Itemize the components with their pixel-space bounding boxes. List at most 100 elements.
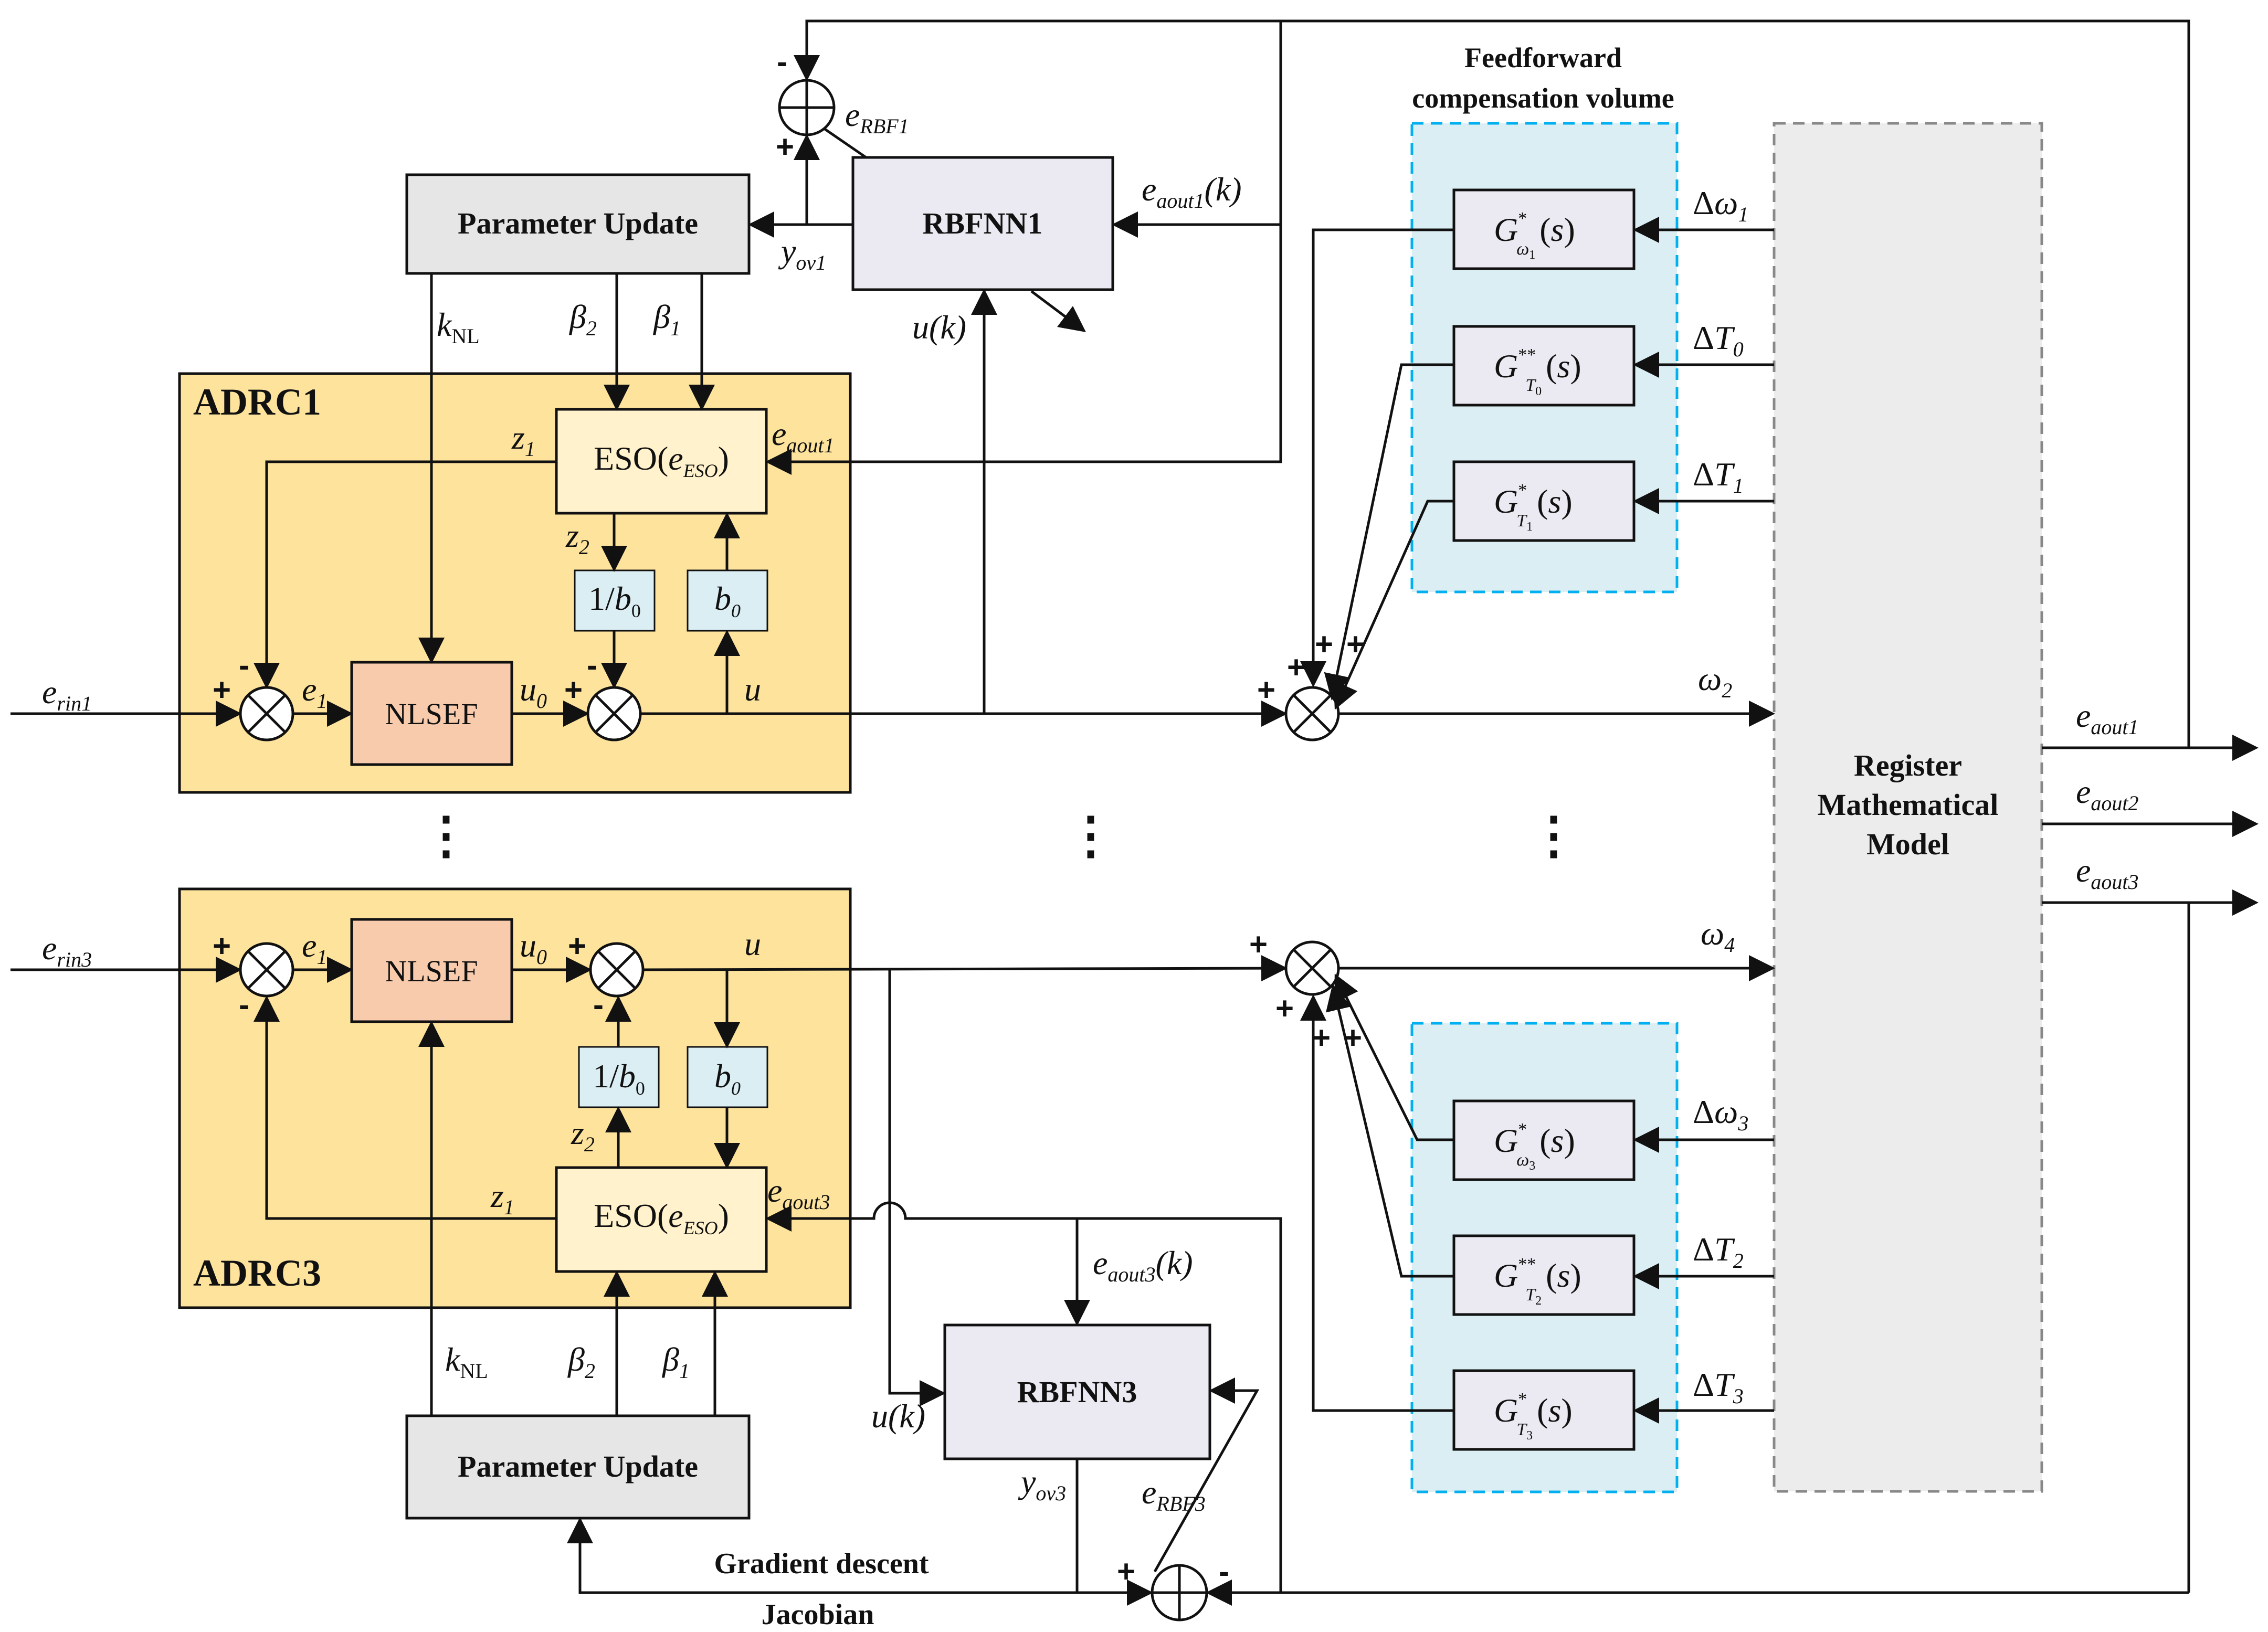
signal-label-inv-b0: 1/b0 bbox=[588, 580, 641, 621]
b0-block-3 bbox=[687, 1046, 768, 1108]
plus-sign: + bbox=[1275, 991, 1294, 1026]
signal-label-beta2: β2 bbox=[567, 1341, 595, 1383]
connection-lines bbox=[10, 19, 2259, 1606]
signal-label-d-T3: ΔT3 bbox=[1693, 1366, 1744, 1408]
signal-label-out2: eaout2 bbox=[2076, 773, 2139, 815]
register-label-line3: Model bbox=[1866, 827, 1949, 861]
plus-sign: + bbox=[1287, 650, 1305, 685]
sum-junction-rbf1 bbox=[778, 79, 836, 136]
signal-label-omega4: ω4 bbox=[1701, 915, 1735, 957]
minus-sign: - bbox=[239, 987, 249, 1022]
tf-label-g-omega3: G*ω3(s) bbox=[1494, 1120, 1575, 1173]
gradient-descent-label: Gradient descent bbox=[714, 1548, 929, 1580]
nlsef-label-1: NLSEF bbox=[385, 697, 478, 731]
signal-label-y-ov3: yov3 bbox=[1018, 1463, 1066, 1505]
register-label-line2: Mathematical bbox=[1818, 788, 1999, 822]
signal-label-e-rin1: erin1 bbox=[42, 673, 92, 715]
signal-label-u: u bbox=[744, 925, 761, 962]
feedforward-title-line2: compensation volume bbox=[1412, 82, 1674, 114]
minus-sign: - bbox=[593, 987, 604, 1022]
inv-b0-block-1 bbox=[574, 569, 656, 632]
signal-label-u-k: u(k) bbox=[871, 1397, 925, 1435]
eso-block-3 bbox=[555, 1166, 768, 1273]
signal-label-u-k: u(k) bbox=[912, 309, 966, 346]
signal-label-u: u bbox=[744, 671, 761, 708]
sum-junction-omega4 bbox=[1284, 940, 1340, 996]
ellipsis-feedforward: ⋮ bbox=[1528, 808, 1579, 864]
signal-label-d-T0: ΔT0 bbox=[1693, 319, 1744, 361]
sum-junction-rbf3 bbox=[1151, 1564, 1208, 1622]
tf-g-T1-block bbox=[1452, 460, 1636, 542]
plus-sign: + bbox=[1315, 627, 1333, 662]
signal-label-u0: u0 bbox=[520, 671, 547, 713]
parameter-update-block-3 bbox=[405, 1414, 751, 1520]
jacobian-label: Jacobian bbox=[762, 1598, 874, 1631]
multiply-junction-u-adrc1 bbox=[586, 686, 642, 741]
register-mathematical-model-block bbox=[1773, 122, 2043, 1493]
signal-label-eso: ESO(eESO) bbox=[594, 440, 729, 481]
parameter-update-block-1 bbox=[405, 173, 751, 275]
plus-sign: + bbox=[1249, 927, 1268, 962]
signal-label-u0: u0 bbox=[520, 927, 547, 969]
plus-sign: + bbox=[1312, 1020, 1331, 1055]
signal-label-z2: z2 bbox=[571, 1114, 595, 1156]
tf-g-omega1-block bbox=[1452, 188, 1636, 270]
signal-label-beta1: β1 bbox=[661, 1341, 690, 1383]
signal-label-eso: ESO(eESO) bbox=[594, 1197, 729, 1238]
signal-label-e-aout3-in: eaout3 bbox=[767, 1172, 830, 1214]
signal-label-y-ov1: yov1 bbox=[778, 232, 826, 274]
tf-label-g-T1: G*T1(s) bbox=[1494, 481, 1573, 534]
signal-label-b0: b0 bbox=[714, 580, 741, 621]
signal-label-z2: z2 bbox=[565, 517, 589, 559]
signal-label-d-omega3: Δω3 bbox=[1693, 1093, 1748, 1135]
minus-sign: - bbox=[587, 648, 597, 683]
signal-label-e-aout1-k: eaout1(k) bbox=[1142, 171, 1242, 213]
adrc1-label: ADRC1 bbox=[193, 381, 321, 423]
tf-label-g-omega1: G*ω1(s) bbox=[1494, 209, 1575, 262]
parameter-update-label-1: Parameter Update bbox=[458, 206, 698, 240]
ellipsis-mid: ⋮ bbox=[1066, 808, 1116, 864]
minus-sign: - bbox=[1219, 1554, 1229, 1589]
signal-label-out3: eaout3 bbox=[2076, 852, 2139, 894]
ellipsis-adrc: ⋮ bbox=[421, 808, 471, 864]
register-label-line1: Register bbox=[1854, 748, 1962, 782]
signal-label-e1: e1 bbox=[302, 671, 327, 713]
sum-junction-omega2 bbox=[1284, 686, 1340, 741]
signal-label-omega2: ω2 bbox=[1698, 660, 1732, 702]
signal-label-k-nl: kNL bbox=[445, 1341, 488, 1383]
parameter-update-label-3: Parameter Update bbox=[458, 1449, 698, 1483]
signal-label-e-rin3: erin3 bbox=[42, 929, 92, 971]
nlsef-label-3: NLSEF bbox=[385, 954, 478, 988]
multiply-junction-u-adrc3 bbox=[589, 942, 645, 998]
signal-label-d-omega1: Δω1 bbox=[1693, 184, 1748, 226]
signal-label-e1: e1 bbox=[302, 927, 327, 969]
signal-label-e-rbf1: eRBF1 bbox=[845, 96, 909, 138]
signal-label-b0: b0 bbox=[714, 1057, 741, 1099]
signal-label-beta2: β2 bbox=[568, 298, 597, 340]
plus-sign: + bbox=[1117, 1554, 1135, 1589]
signal-label-z1: z1 bbox=[511, 419, 535, 461]
plus-sign: + bbox=[564, 672, 583, 707]
signal-label-d-T2: ΔT2 bbox=[1693, 1231, 1744, 1273]
b0-block-1 bbox=[687, 569, 768, 632]
signal-label-beta1: β1 bbox=[652, 298, 681, 340]
tf-g-T2-block bbox=[1452, 1234, 1636, 1316]
signal-label-inv-b0: 1/b0 bbox=[593, 1057, 645, 1099]
tf-label-g-T3: G*T3(s) bbox=[1494, 1390, 1573, 1443]
rbfnn1-label: RBFNN1 bbox=[923, 206, 1043, 240]
rbfnn3-label: RBFNN3 bbox=[1017, 1375, 1137, 1409]
multiply-junction-e1-adrc1 bbox=[239, 686, 294, 741]
plus-sign: + bbox=[1344, 1020, 1362, 1055]
minus-sign: - bbox=[777, 44, 787, 79]
adrc3-label: ADRC3 bbox=[193, 1252, 321, 1294]
tf-label-g-T0: G**T0(s) bbox=[1494, 345, 1581, 398]
signal-label-e-rbf3: eRBF3 bbox=[1142, 1474, 1206, 1516]
inv-b0-block-3 bbox=[578, 1046, 660, 1108]
tf-label-g-T2: G**T2(s) bbox=[1494, 1255, 1581, 1308]
junction-sign-labels: +-+-+-+-++++++++-++- bbox=[213, 44, 1365, 1589]
plus-sign: + bbox=[1257, 672, 1275, 707]
plus-sign: + bbox=[1346, 627, 1365, 662]
multiply-junction-e1-adrc3 bbox=[239, 942, 294, 998]
